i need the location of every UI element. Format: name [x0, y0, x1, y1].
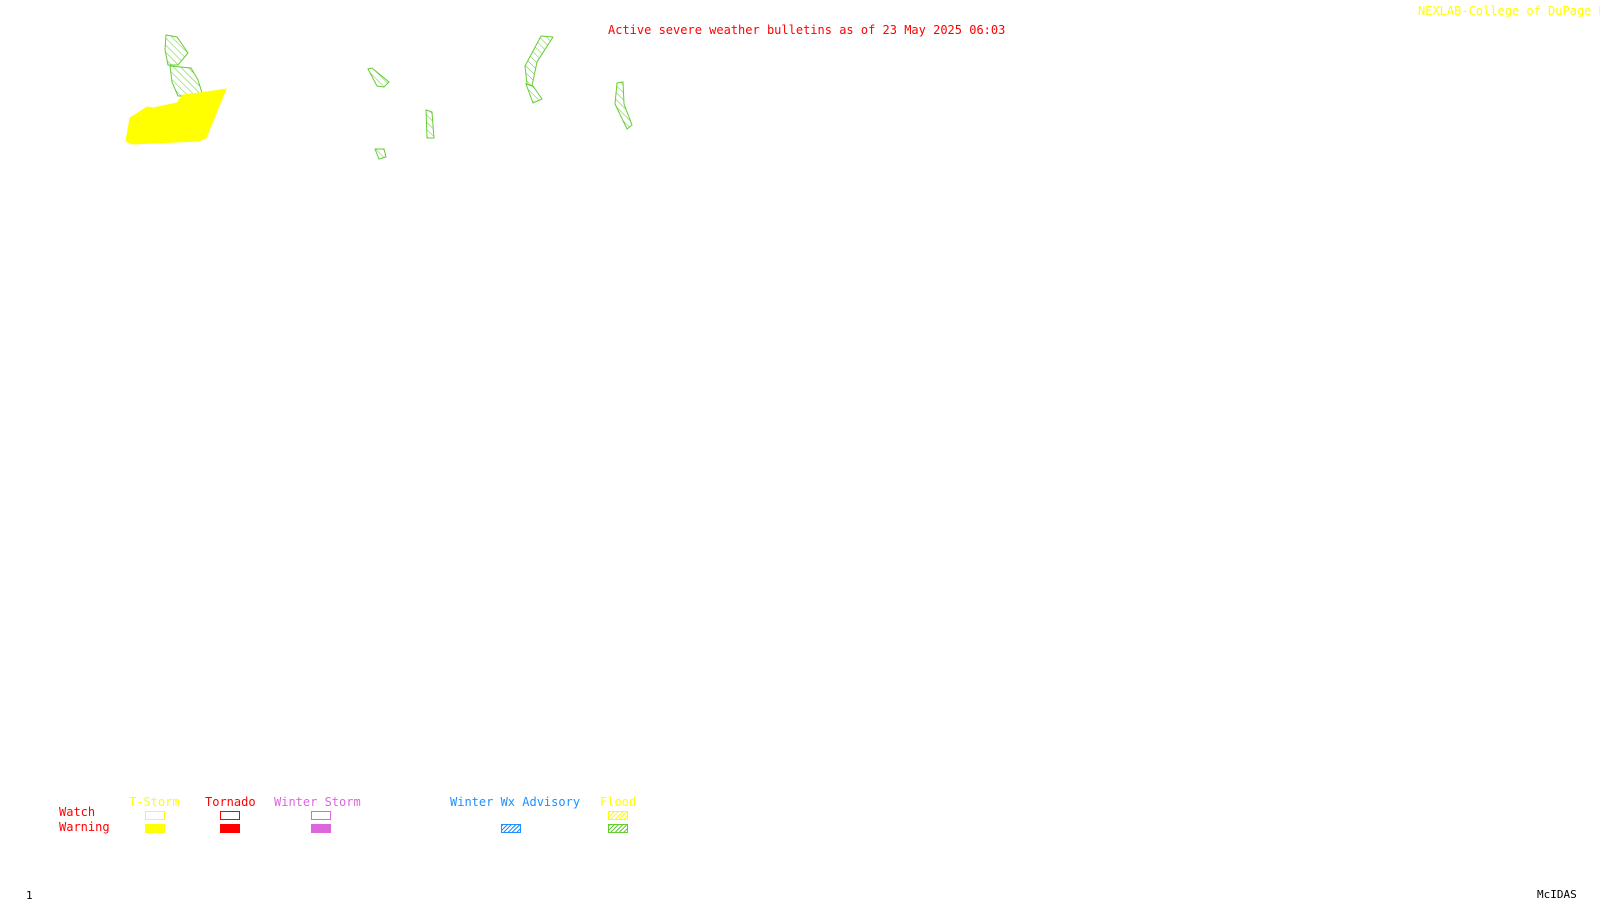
flood-warning-area-6 — [524, 35, 554, 87]
brand-label: NEXLAB-College of DuPage R — [1418, 4, 1600, 18]
flood-warning-area-5 — [374, 148, 387, 160]
flood-warning-area-8 — [614, 81, 633, 130]
legend-tstorm: T-Storm — [129, 795, 180, 809]
legend-tornado: Tornado — [205, 795, 256, 809]
tornado-warning-swatch — [220, 824, 240, 833]
flood-warning-area-1 — [164, 34, 189, 66]
flood-warning-area-2 — [169, 65, 204, 97]
page-title: Active severe weather bulletins as of 23… — [608, 23, 1006, 37]
flood-warning-area-4 — [425, 109, 435, 139]
tornado-watch-swatch — [220, 811, 240, 820]
flood-warning-area-7 — [525, 83, 543, 104]
flood-watch-swatch — [608, 811, 628, 820]
legend-winter-storm: Winter Storm — [274, 795, 361, 809]
frame-number: 1 — [26, 889, 33, 902]
tstorm-watch-swatch — [145, 811, 165, 820]
legend-flood: Flood — [600, 795, 637, 809]
winter-storm-watch-swatch — [311, 811, 331, 820]
flood-warning-swatch — [608, 824, 628, 833]
legend-winter-advisory: Winter Wx Advisory — [450, 795, 581, 809]
winter-storm-warning-swatch — [311, 824, 331, 833]
flood-warning-area-3 — [367, 67, 390, 88]
tstorm-warning-swatch — [145, 824, 165, 833]
legend-row-watch: Watch — [59, 805, 96, 819]
winter-advisory-swatch — [501, 824, 521, 833]
software-label: McIDAS — [1537, 888, 1577, 901]
legend-row-warning: Warning — [59, 820, 110, 834]
tstorm-warning-area — [125, 88, 227, 145]
